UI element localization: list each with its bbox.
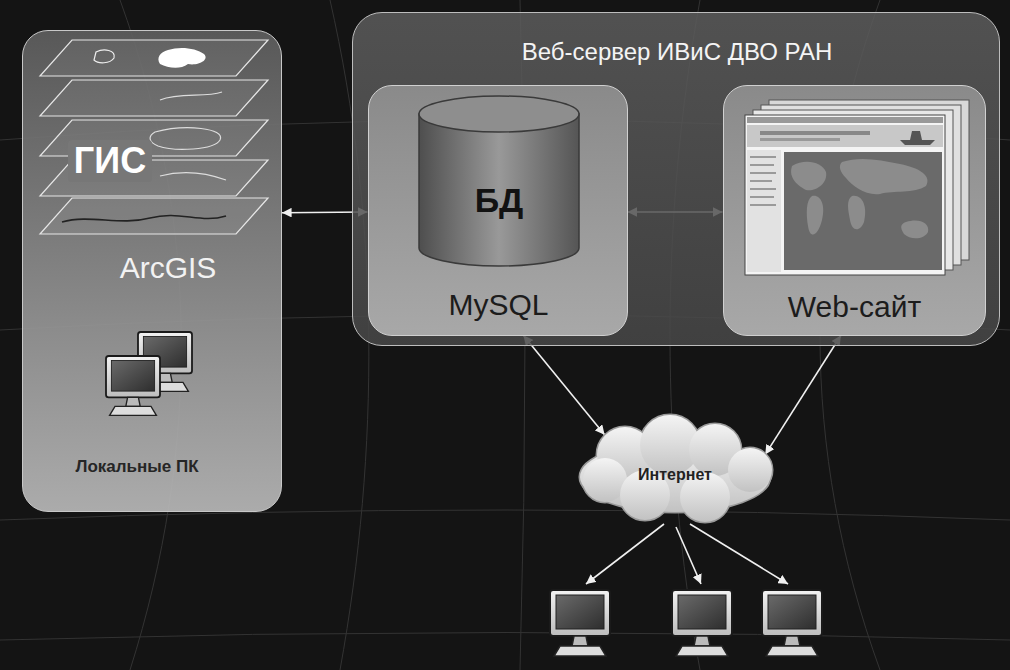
software-label-holder: ArcGIS bbox=[58, 246, 278, 290]
banner-line bbox=[760, 131, 870, 135]
bidirectional-arrow bbox=[765, 336, 841, 455]
client-arrow bbox=[676, 527, 701, 584]
local-pc-icons bbox=[106, 332, 192, 415]
gis-layers-illustration bbox=[40, 40, 268, 234]
map-layer bbox=[40, 198, 268, 234]
cylinder-top bbox=[419, 96, 579, 132]
website-screenshots bbox=[745, 100, 969, 275]
site-banner bbox=[747, 125, 943, 147]
bidirectional-arrow bbox=[524, 336, 605, 435]
map-layer bbox=[40, 160, 268, 196]
panel-heading-holder: Веб-сервер ИВиС ДВО РАН bbox=[397, 32, 957, 72]
parallel bbox=[0, 633, 1010, 641]
map-layer bbox=[40, 120, 268, 156]
website-label-holder: Web-сайт bbox=[735, 286, 975, 330]
network-label: Интернет bbox=[638, 466, 712, 484]
database-label-holder: БД bbox=[424, 177, 574, 225]
map-layers bbox=[40, 40, 268, 234]
monitor-icon bbox=[550, 590, 610, 656]
client-arrow bbox=[690, 524, 788, 584]
panel-heading: Веб-сервер ИВиС ДВО РАН bbox=[522, 38, 833, 66]
monitor-icon bbox=[672, 590, 732, 656]
banner-line bbox=[760, 138, 840, 141]
database-box: БД MySQL bbox=[368, 85, 628, 336]
cylinder-body bbox=[419, 114, 579, 266]
client-pc-icons bbox=[550, 590, 822, 656]
title-bar bbox=[747, 117, 943, 123]
browser-window bbox=[745, 115, 945, 275]
cloud-fill bbox=[580, 415, 772, 522]
contour-line bbox=[160, 92, 222, 100]
sidebar bbox=[747, 150, 781, 272]
monitor-icon bbox=[106, 356, 160, 415]
land-shape bbox=[158, 48, 205, 68]
contour-line bbox=[150, 128, 221, 150]
client-arrows bbox=[586, 524, 788, 584]
map-layer bbox=[40, 80, 268, 116]
cloud-border bbox=[580, 415, 772, 522]
dbms-label: MySQL bbox=[448, 288, 548, 323]
gis-label: ГИС bbox=[68, 140, 152, 181]
client-arrow bbox=[586, 524, 664, 584]
pc-label-holder: Локальные ПК bbox=[27, 452, 247, 482]
ship-picture bbox=[900, 131, 935, 145]
pc-label: Локальные ПК bbox=[75, 457, 198, 477]
coast-line bbox=[62, 215, 226, 222]
map-layer bbox=[40, 40, 268, 76]
network-label-holder: Интернет bbox=[575, 460, 775, 490]
outline-shape bbox=[94, 50, 114, 63]
internet-cloud: Интернет bbox=[565, 415, 785, 525]
database-label: БД bbox=[475, 181, 524, 220]
monitor-icon bbox=[762, 590, 822, 656]
website-label: Web-сайт bbox=[788, 290, 921, 325]
dbms-label-holder: MySQL bbox=[379, 284, 619, 328]
continents bbox=[791, 159, 928, 238]
database-cylinder: БД bbox=[419, 96, 579, 266]
world-map bbox=[784, 152, 942, 270]
contour-line bbox=[160, 173, 226, 180]
menu-lines bbox=[750, 156, 776, 206]
cylinder-outline bbox=[419, 96, 579, 266]
software-label: ArcGIS bbox=[120, 251, 217, 286]
